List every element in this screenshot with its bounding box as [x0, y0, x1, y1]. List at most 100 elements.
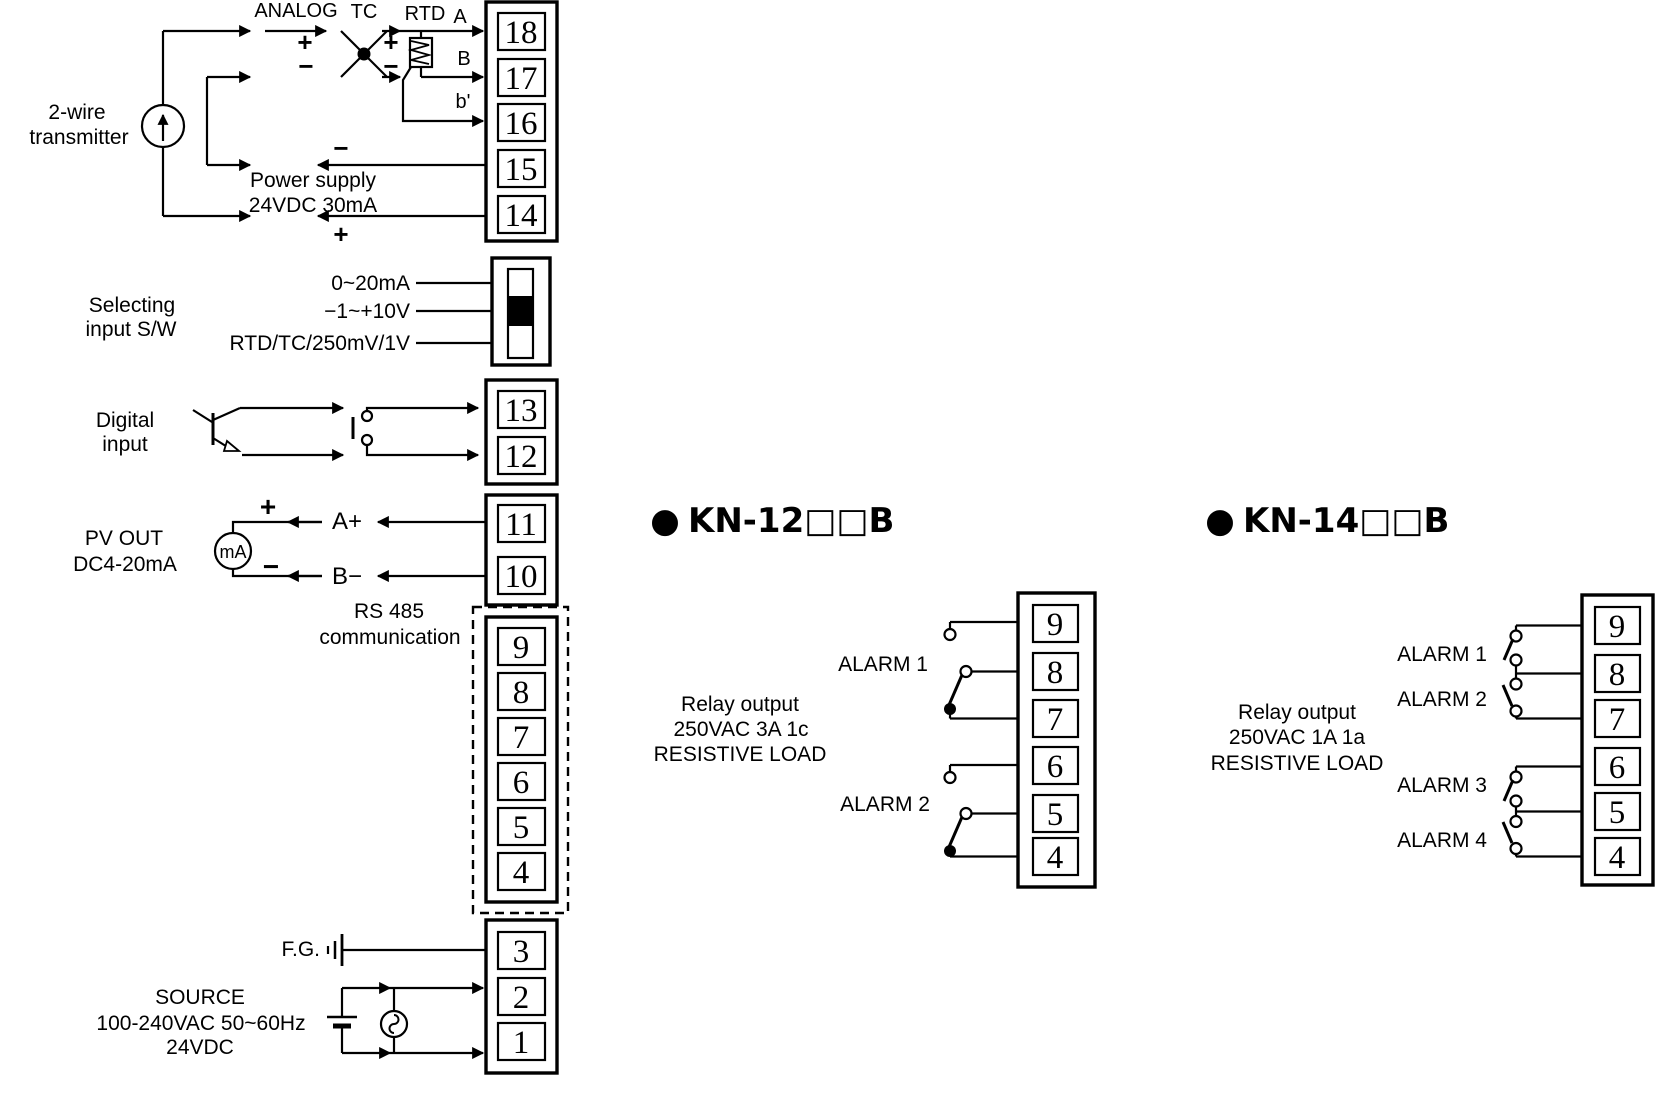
terminal-2: 2: [513, 980, 530, 1016]
analog-plus-sign: +: [297, 27, 312, 57]
kn14-alarm4-switch-icon: [1501, 811, 1582, 858]
terminal-a-label: A: [453, 6, 467, 28]
b-minus-label: B−: [332, 563, 362, 590]
kn12-terminal-6: 6: [1047, 749, 1064, 785]
analog-label: ANALOG: [254, 0, 337, 22]
source-label-3: 24VDC: [166, 1036, 234, 1059]
pvout-plus-sign: +: [260, 491, 276, 522]
switch-option-voltage: −1~+10V: [324, 300, 410, 323]
kn12-terminal-7: 7: [1047, 702, 1064, 738]
wire-into-13: [365, 401, 480, 415]
kn12-section: ● KN-12□□B Relay output 250VAC 3A 1c RES…: [650, 501, 1097, 889]
terminal-3: 3: [513, 934, 530, 970]
source-label-1: SOURCE: [155, 986, 245, 1009]
kn14-terminal-7: 7: [1609, 702, 1626, 738]
svg-text:mA: mA: [220, 542, 247, 562]
rtd-resistor-icon: [407, 31, 434, 77]
tc-label: TC: [351, 1, 378, 23]
source-label-2: 100-240VAC 50~60Hz: [96, 1012, 305, 1035]
terminal-17: 17: [505, 61, 538, 97]
digital-input-section: Digital input: [96, 401, 480, 462]
terminal-12: 12: [505, 439, 538, 475]
kn14-title: KN-14□□B: [1243, 501, 1449, 541]
terminal-5: 5: [513, 810, 530, 846]
terminal-block-input: 18 17 16 15 14: [484, 0, 559, 243]
kn14-terminal-9: 9: [1609, 609, 1626, 645]
terminal-15: 15: [505, 152, 538, 188]
transmitter-label-2: transmitter: [29, 126, 128, 149]
battery-icon: [327, 1015, 357, 1029]
kn14-relay-label-3: RESISTIVE LOAD: [1211, 752, 1384, 775]
pvout-minus-sign: −: [263, 551, 279, 582]
slide-switch-icon: [490, 256, 552, 367]
kn12-terminal-4: 4: [1047, 840, 1064, 876]
kn14-section: ● KN-14□□B Relay output 250VAC 1A 1a RES…: [1205, 501, 1655, 887]
terminal-16: 16: [505, 106, 538, 142]
digital-label-1: Digital: [96, 409, 154, 432]
kn12-alarm1-relay-icon: [943, 620, 1018, 720]
source-section: F.G. SOURCE 100-240VAC 50~60Hz 24VDC: [96, 934, 486, 1060]
terminal-block-power: 3 2 1: [484, 918, 559, 1075]
input-switch-section: Selecting input S/W 0~20mA −1~+10V RTD/T…: [85, 256, 552, 367]
ma-meter-icon: mA: [213, 531, 253, 571]
kn14-bullet: ●: [1205, 501, 1235, 541]
switch-label-2: input S/W: [85, 318, 176, 341]
kn14-alarm1-switch-icon: [1502, 624, 1582, 675]
pv-out-section: PV OUT DC4-20mA mA + − A+ B−: [73, 491, 486, 590]
contact-switch-icon: [351, 409, 374, 447]
fg-label: F.G.: [281, 938, 320, 961]
rs485-section: RS 485 communication: [319, 600, 460, 649]
terminal-block-pvout: 11 10: [484, 493, 559, 607]
terminal-bprime-label: b': [456, 91, 471, 113]
kn14-alarm1-label: ALARM 1: [1397, 643, 1487, 666]
kn14-alarm2-label: ALARM 2: [1397, 688, 1487, 711]
ground-icon: [326, 934, 344, 966]
thermocouple-icon: [340, 30, 388, 78]
terminal-11: 11: [505, 507, 537, 543]
terminal-block-digital: 13 12: [484, 378, 559, 486]
kn12-relay-label-1: Relay output: [681, 693, 799, 716]
rs485-label-2: communication: [319, 626, 460, 649]
digital-label-2: input: [102, 433, 148, 456]
a-plus-label: A+: [332, 508, 362, 535]
kn14-terminal-6: 6: [1609, 750, 1626, 786]
terminal-10: 10: [505, 559, 538, 595]
psu-plus-sign: +: [333, 219, 348, 249]
kn14-terminal-4: 4: [1609, 840, 1626, 876]
rs485-label-1: RS 485: [354, 600, 424, 623]
psu-label-1: Power supply: [250, 169, 377, 192]
terminal-4: 4: [513, 855, 530, 891]
kn12-relay-label-3: RESISTIVE LOAD: [654, 743, 827, 766]
kn14-alarm2-switch-icon: [1501, 673, 1582, 720]
kn12-title: KN-12□□B: [688, 501, 894, 541]
kn14-relay-label-2: 250VAC 1A 1a: [1229, 726, 1366, 749]
kn14-alarm4-label: ALARM 4: [1397, 829, 1487, 852]
kn12-terminal-9: 9: [1047, 607, 1064, 643]
psu-label-2: 24VDC 30mA: [249, 194, 377, 217]
kn14-terminal-5: 5: [1609, 795, 1626, 831]
kn14-relay-label-1: Relay output: [1238, 701, 1356, 724]
kn14-alarm3-switch-icon: [1502, 765, 1582, 813]
kn12-relay-label-2: 250VAC 3A 1c: [673, 718, 808, 741]
terminal-b-label: B: [457, 48, 470, 70]
terminal-1: 1: [513, 1025, 530, 1061]
tc-minus-sign: −: [383, 51, 398, 81]
rtd-label: RTD: [405, 3, 446, 25]
phototransistor-icon: [192, 406, 242, 452]
switch-option-rtd-tc: RTD/TC/250mV/1V: [230, 332, 411, 355]
kn12-terminal-block: 9 8 7 6 5 4: [1016, 591, 1097, 889]
terminal-14: 14: [505, 198, 538, 234]
switch-option-0-20ma: 0~20mA: [331, 272, 410, 295]
kn12-terminal-8: 8: [1047, 655, 1064, 691]
two-wire-transmitter: 2-wire transmitter: [29, 31, 252, 223]
tc-plus-sign: +: [383, 27, 398, 57]
analog-minus-sign: −: [298, 51, 313, 81]
sensor-input-section: ANALOG TC RTD A B b' + − + −: [163, 0, 485, 128]
ac-source-icon: [379, 1009, 409, 1039]
kn14-alarm3-label: ALARM 3: [1397, 774, 1487, 797]
kn14-terminal-block: 9 8 7 6 5 4: [1580, 593, 1655, 887]
switch-label-1: Selecting: [89, 294, 175, 317]
terminal-8: 8: [513, 675, 530, 711]
terminal-18: 18: [505, 15, 538, 51]
